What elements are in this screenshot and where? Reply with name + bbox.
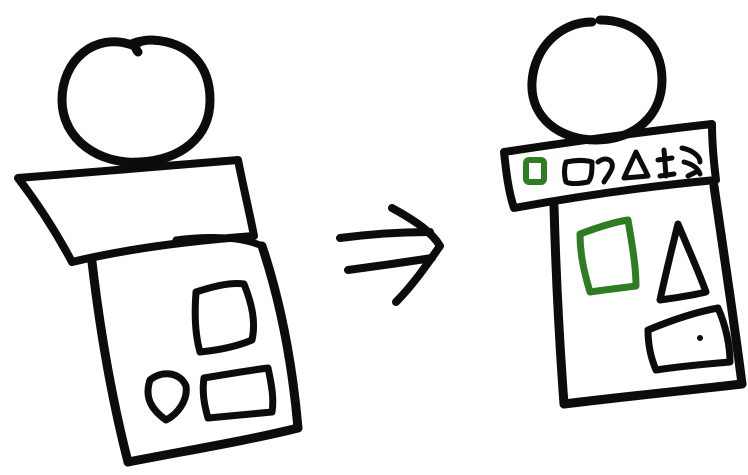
- toolbar-text-icon: [658, 150, 674, 176]
- toolbar-triangle-icon: [624, 152, 648, 178]
- toolbar-curve-icon: [598, 159, 612, 182]
- arrow-head: [392, 208, 440, 302]
- arrow-line-top: [340, 232, 430, 238]
- toolbar-select-square-icon: [526, 160, 544, 182]
- before-head: [62, 40, 210, 162]
- after-head: [532, 20, 662, 140]
- after-triangle: [660, 224, 706, 300]
- toolbar-pen-icon: [682, 148, 700, 176]
- after-rectangle: [648, 308, 730, 370]
- after-body-left: [554, 206, 564, 404]
- before-rectangle: [203, 368, 273, 418]
- before-rounded-square: [195, 283, 253, 352]
- after-rectangle-dot: [697, 335, 703, 341]
- before-figure: [18, 39, 298, 462]
- before-blob: [148, 374, 186, 420]
- after-body-bottom: [564, 384, 742, 404]
- before-body-bottom: [128, 428, 298, 462]
- toolbar-rounded-square-icon: [565, 161, 593, 184]
- after-green-square: [580, 220, 636, 292]
- transition-arrow: [340, 208, 440, 302]
- after-figure: [504, 20, 742, 404]
- before-body-left: [92, 262, 128, 462]
- before-body-right: [262, 246, 298, 428]
- before-banner: [18, 160, 254, 262]
